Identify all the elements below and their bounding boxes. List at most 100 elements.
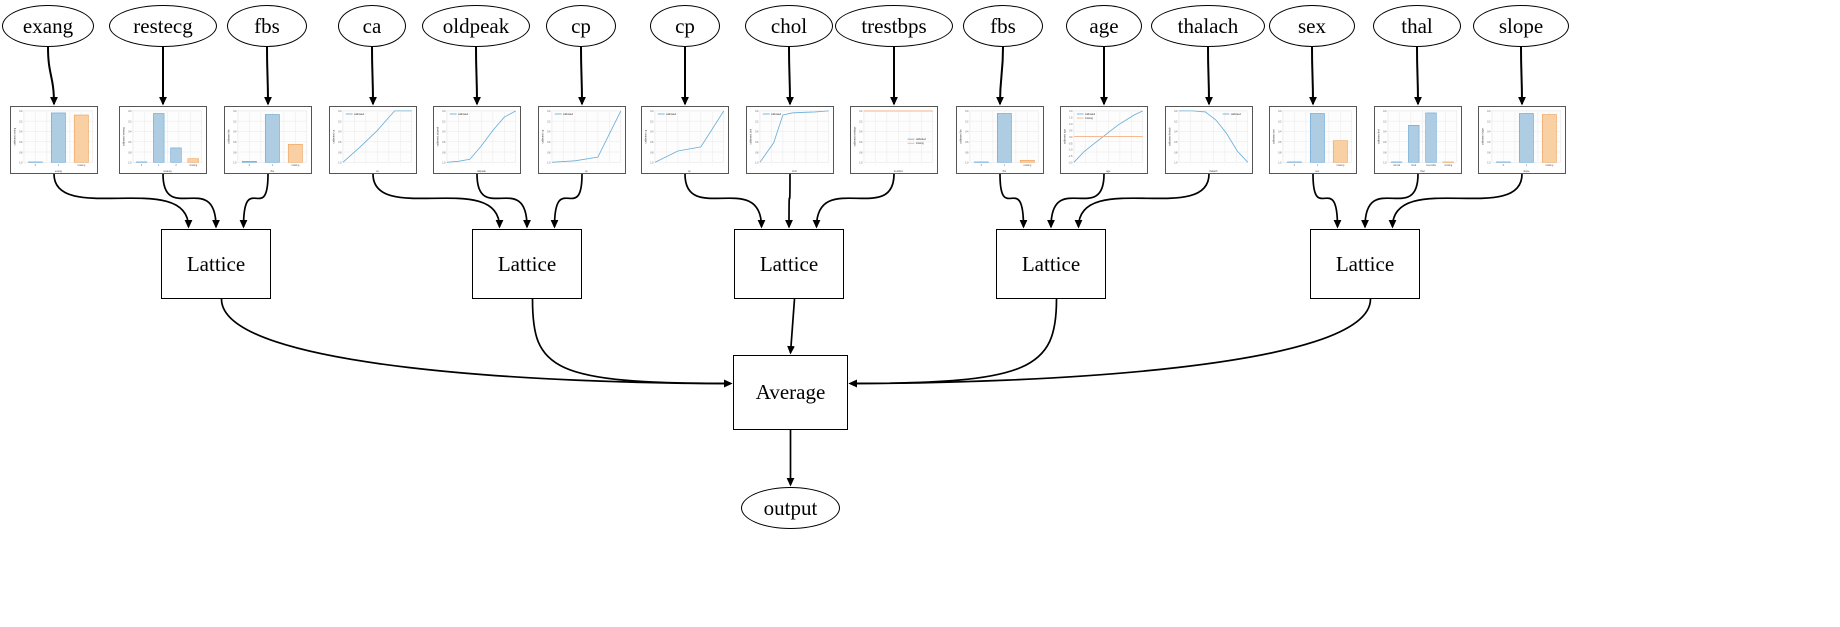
svg-text:0: 0 [141, 165, 143, 167]
svg-text:·: · [875, 165, 876, 167]
svg-text:0: 0 [35, 165, 37, 167]
svg-text:0: 0 [1294, 165, 1296, 167]
svg-text:·: · [921, 165, 922, 167]
edge-lattice-3-to-average [787, 298, 796, 355]
feature-node-sex[interactable]: sex [1269, 5, 1355, 47]
svg-text:·: · [828, 165, 829, 167]
feature-node-thal[interactable]: thal [1373, 5, 1461, 47]
svg-text:missing: missing [189, 165, 198, 167]
svg-text:restecg: restecg [163, 170, 172, 173]
feature-node-slope[interactable]: slope [1473, 5, 1569, 47]
svg-text:slope: slope [1523, 170, 1530, 173]
svg-text:0.0: 0.0 [859, 111, 863, 113]
feature-node-trestbps[interactable]: trestbps [835, 5, 953, 47]
svg-text:0.6: 0.6 [442, 142, 446, 144]
lattice-node-label: Lattice [1021, 251, 1081, 276]
lattice-node-label: Lattice [759, 251, 819, 276]
lattice-node-4[interactable]: Lattice [996, 229, 1106, 299]
svg-text:0.0: 0.0 [19, 111, 23, 113]
svg-text:0: 0 [249, 165, 251, 167]
svg-text:0.4: 0.4 [19, 132, 23, 134]
feature-node-ca[interactable]: ca [338, 5, 406, 47]
svg-text:0.6: 0.6 [233, 142, 237, 144]
svg-text:calibrated trestbps: calibrated trestbps [853, 126, 856, 146]
svg-text:·: · [563, 165, 564, 167]
svg-text:-1.5: -1.5 [1068, 156, 1073, 158]
lattice-node-5[interactable]: Lattice [1310, 229, 1420, 299]
svg-text:1.0: 1.0 [338, 163, 342, 165]
lattice-node-1[interactable]: Lattice [161, 229, 271, 299]
svg-text:1: 1 [272, 165, 274, 167]
svg-text:missing: missing [1336, 165, 1345, 167]
feature-node-chol[interactable]: chol [745, 5, 833, 47]
svg-text:calibrated: calibrated [666, 113, 677, 116]
lattice-node-3[interactable]: Lattice [734, 229, 844, 299]
feature-node-thalach[interactable]: thalach [1151, 5, 1265, 47]
lattice-node-2[interactable]: Lattice [472, 229, 582, 299]
feature-node-fbs1[interactable]: fbs [227, 5, 307, 47]
svg-text:0.2: 0.2 [755, 121, 759, 123]
svg-text:oldpeak: oldpeak [477, 170, 487, 173]
svg-text:0.4: 0.4 [338, 132, 342, 134]
feature-node-exang[interactable]: exang [2, 5, 94, 47]
feature-node-age[interactable]: age [1066, 5, 1142, 47]
svg-text:calibrated fbs: calibrated fbs [959, 129, 962, 144]
svg-text:·: · [552, 165, 553, 167]
svg-text:1.0: 1.0 [1278, 163, 1282, 165]
svg-text:0.6: 0.6 [128, 142, 132, 144]
svg-text:cp: cp [585, 170, 588, 173]
svg-text:·: · [388, 165, 389, 167]
svg-text:0.8: 0.8 [859, 152, 863, 154]
feature-node-oldpeak[interactable]: oldpeak [422, 5, 530, 47]
average-node[interactable]: Average [733, 355, 848, 430]
feature-node-cp2[interactable]: cp [650, 5, 720, 47]
svg-text:·: · [655, 165, 656, 167]
edge-chol-to-plot [786, 46, 794, 106]
feature-node-cp1[interactable]: cp [546, 5, 616, 47]
svg-text:1.0: 1.0 [128, 163, 132, 165]
svg-text:age: age [1106, 170, 1111, 173]
svg-text:·: · [723, 165, 724, 167]
feature-node-restecg[interactable]: restecg [109, 5, 217, 47]
output-node[interactable]: output [741, 487, 840, 529]
svg-text:0.8: 0.8 [128, 152, 132, 154]
feature-node-label: thalach [1177, 13, 1239, 38]
edge-thalach-to-plot [1205, 46, 1213, 106]
feature-node-fbs2[interactable]: fbs [963, 5, 1043, 47]
svg-text:0: 0 [981, 165, 983, 167]
edge-plot-thalach-to-lattice-4 [1074, 173, 1210, 229]
svg-text:ca: ca [376, 170, 379, 173]
svg-text:0.8: 0.8 [338, 152, 342, 154]
svg-text:0.6: 0.6 [755, 142, 759, 144]
svg-text:·: · [1074, 165, 1075, 167]
edge-plot-cp-to-lattice-2 [550, 173, 583, 229]
output-node-label: output [763, 495, 818, 520]
svg-text:·: · [515, 165, 516, 167]
svg-text:0.2: 0.2 [128, 121, 132, 123]
feature-node-label: cp [571, 13, 591, 38]
edge-plot-age-to-lattice-4 [1047, 173, 1105, 229]
svg-text:1.5: 1.5 [1069, 118, 1073, 120]
edge-plot-exang-to-lattice-1 [53, 173, 193, 229]
svg-text:·: · [771, 165, 772, 167]
svg-text:0.6: 0.6 [1278, 142, 1282, 144]
svg-text:0.8: 0.8 [233, 152, 237, 154]
